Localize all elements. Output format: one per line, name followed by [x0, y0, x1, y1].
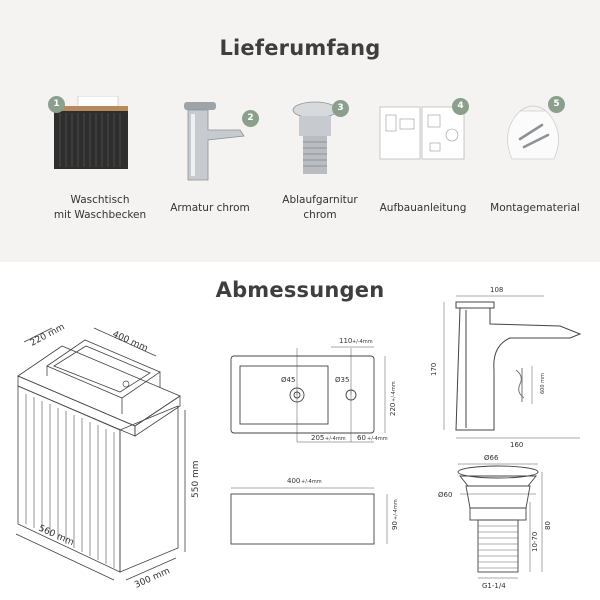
item-badge-4: 4 — [452, 98, 469, 115]
cabinet-dim-h: 550 mm — [191, 460, 201, 498]
cabinet-dim-d2: 300 mm — [133, 566, 171, 590]
item-badge-1: 1 — [48, 96, 65, 113]
drain-product-image — [290, 100, 340, 184]
drain-dim-r: 10-70 — [531, 532, 539, 552]
drain-dim-h: 80 — [544, 521, 552, 530]
faucet-dim-top: 108 — [490, 286, 503, 294]
basin-dim-b-tol: +/-4mm — [325, 436, 346, 442]
dims-title: Abmessungen — [215, 278, 385, 302]
item-caption-3: Ablaufgarnitur chrom — [270, 193, 370, 223]
mounting-kit-image — [498, 97, 568, 167]
basin-hole-2: Ø35 — [335, 376, 349, 384]
item-caption-5: Montagematerial — [490, 202, 580, 214]
item-badge-3: 3 — [332, 100, 349, 117]
basin-dim-depth: 220 — [389, 403, 397, 416]
manual-product-image — [378, 103, 468, 165]
basin-side-dim-h-tol: +/-4mm — [393, 499, 399, 520]
item-caption-3-line1: Ablaufgarnitur — [282, 194, 358, 206]
basin-dim-depth-tol: +/-4mm — [391, 381, 397, 402]
basin-hole-1: Ø45 — [281, 376, 295, 384]
drain-dim-thread: G1-1/4 — [482, 582, 506, 590]
basin-dim-b: 205 — [311, 434, 324, 442]
basin-dim-a: 110 — [339, 337, 352, 345]
basin-side-dim-w-tol: +/-4mm — [301, 479, 322, 485]
basin-dim-c: 60 — [357, 434, 366, 442]
basin-dim-a-tol: +/-4mm — [352, 339, 373, 345]
faucet-dimension-drawing: 108 170 600 mm 160 — [430, 286, 582, 449]
item-caption-4: Aufbauanleitung — [379, 202, 467, 214]
basin-side-view-drawing: 400 +/-4mm 90 +/-4mm — [230, 477, 399, 545]
item-badge-2: 2 — [242, 110, 259, 127]
scope-title: Lieferumfang — [219, 36, 381, 60]
faucet-dim-height: 170 — [430, 363, 438, 376]
item-caption-1: Waschtisch mit Waschbecken — [40, 193, 160, 223]
basin-top-view-drawing: 110 +/-4mm Ø45 Ø35 220 +/-4mm 205 +/-4mm… — [230, 337, 397, 443]
item-caption-3-line2: chrom — [303, 209, 337, 221]
faucet-product-image — [178, 100, 250, 186]
item-badge-5: 5 — [548, 96, 565, 113]
faucet-dim-hose: 600 mm — [540, 373, 546, 394]
cabinet-product-image — [50, 95, 130, 185]
drain-dim-d2: Ø60 — [438, 491, 452, 499]
drain-dimension-drawing: Ø66 Ø60 10-70 80 G1-1/4 — [438, 454, 552, 590]
item-caption-1-line1: Waschtisch — [70, 194, 130, 206]
item-caption-1-line2: mit Waschbecken — [53, 209, 147, 221]
cabinet-dim-w1: 220 mm — [29, 322, 67, 348]
cabinet-dim-w2: 400 mm — [111, 330, 149, 354]
drain-dim-d1: Ø66 — [484, 454, 499, 462]
basin-dim-c-tol: +/-4mm — [367, 436, 388, 442]
cabinet-dimension-drawing: 220 mm 400 mm 550 mm 560 mm 300 mm — [15, 322, 201, 591]
faucet-dim-base: 160 — [510, 441, 523, 449]
basin-side-dim-h: 90 — [391, 521, 399, 530]
item-caption-2: Armatur chrom — [170, 202, 250, 214]
basin-side-dim-w: 400 — [287, 477, 300, 485]
